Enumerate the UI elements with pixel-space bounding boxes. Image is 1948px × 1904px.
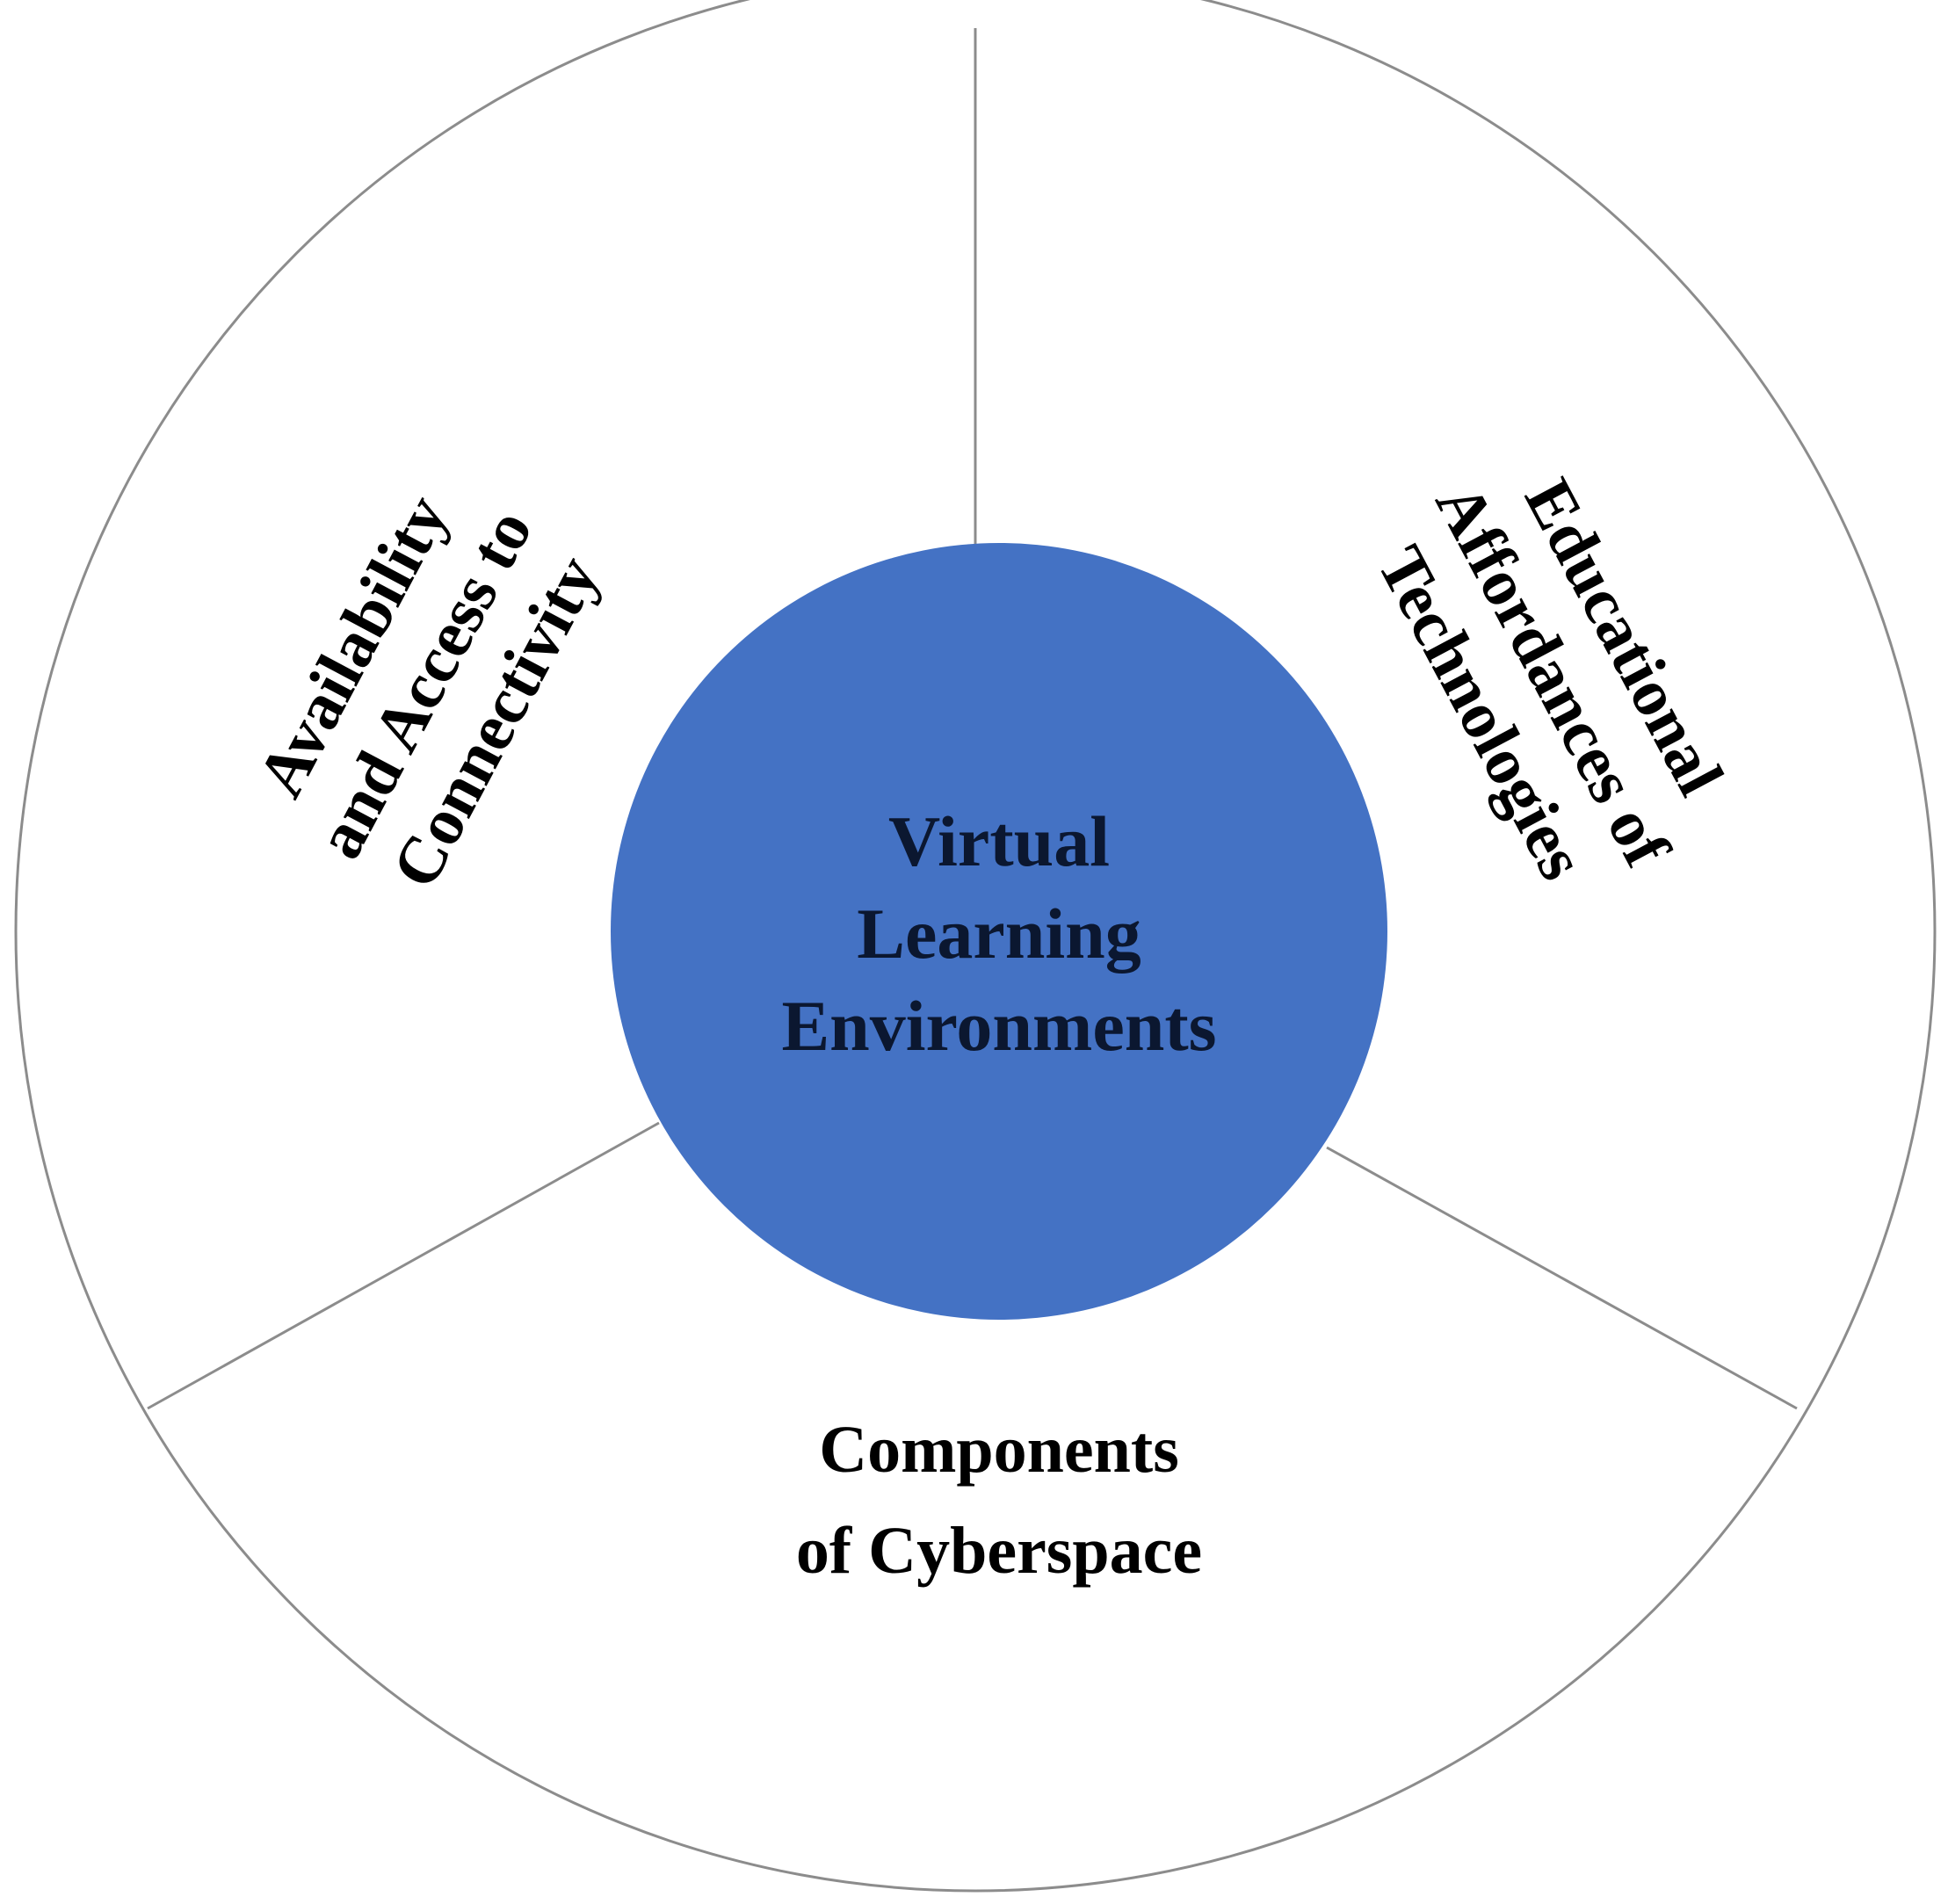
divider-lower-left [147, 1121, 660, 1410]
center-hub [611, 543, 1387, 1320]
segment-bottom-line-1: Components [819, 1413, 1179, 1487]
segment-bottom-label: Components of Cyberspace [796, 1413, 1202, 1588]
center-label: Virtual Learning Environments [781, 801, 1216, 1066]
center-label-line-2: Learning [857, 894, 1141, 974]
segment-bottom-line-2: of Cyberspace [796, 1514, 1202, 1588]
divider-lower-right [1326, 1146, 1798, 1410]
center-label-line-3: Environments [781, 986, 1216, 1066]
center-label-line-1: Virtual [888, 801, 1110, 881]
